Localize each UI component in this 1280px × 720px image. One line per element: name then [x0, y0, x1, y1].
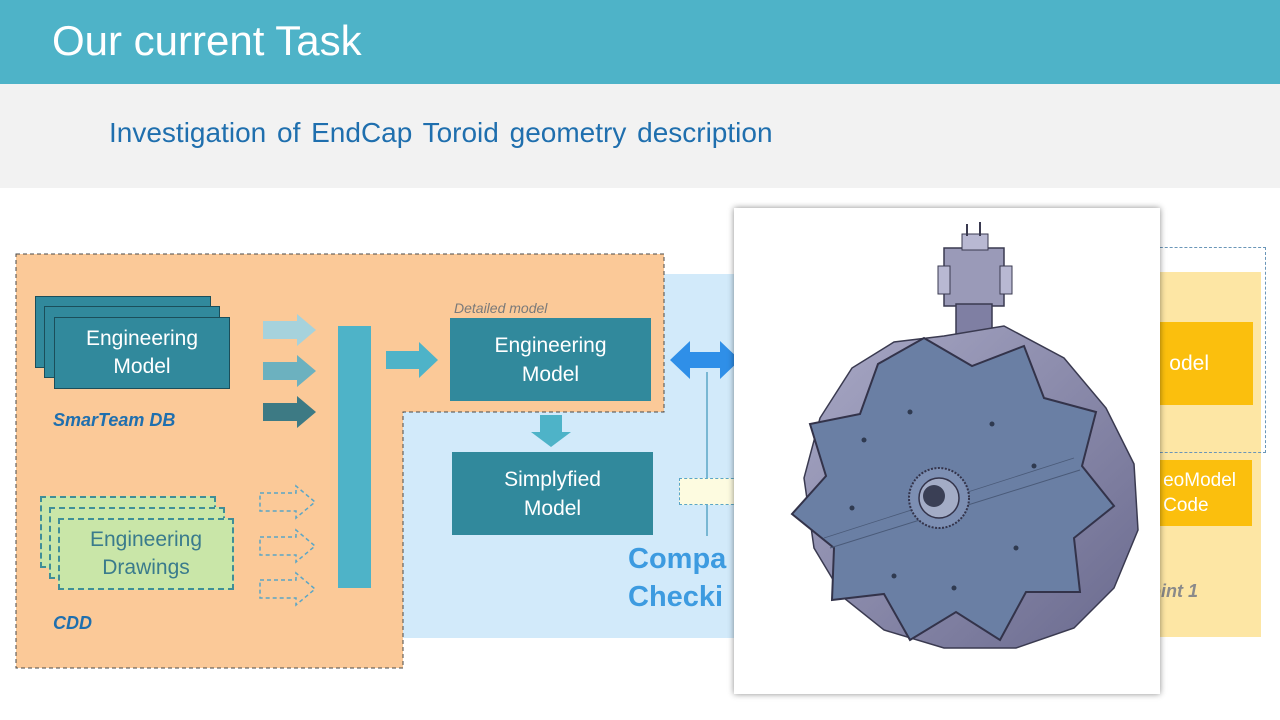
- collector-bar: [338, 326, 371, 588]
- cdd-label: CDD: [53, 613, 92, 633]
- simplified-model-box: Simplyfied Model: [452, 452, 653, 535]
- arrow-right-dashed-1-icon: [259, 484, 317, 520]
- header-bar: [0, 0, 1280, 84]
- arrow-to-engineering-model-icon: [386, 342, 438, 378]
- comparison-checking-label: Compa Checki: [628, 543, 727, 613]
- detailed-model-caption: Detailed model: [454, 300, 548, 316]
- arrow-down-icon: [531, 415, 571, 447]
- arrow-right-dark-icon: [263, 396, 316, 428]
- engineering-model-stack-front: Engineering Model: [54, 317, 230, 389]
- arrow-right-light-icon: [263, 314, 316, 346]
- subtitle-band: [0, 84, 1280, 188]
- toroid-model-icon: [790, 222, 1139, 649]
- arrow-right-dashed-2-icon: [259, 528, 317, 564]
- arrow-right-dashed-3-icon: [259, 571, 317, 607]
- engineering-model-box: Engineering Model: [450, 318, 651, 401]
- slide-title: Our current Task: [52, 17, 362, 64]
- toroid-cad-image: [734, 208, 1160, 694]
- engineering-drawings-stack-front: Engineering Drawings: [58, 518, 234, 590]
- double-arrow-icon: [670, 341, 740, 379]
- arrow-right-medium-icon: [263, 355, 316, 387]
- right-point-label: oint 1: [1150, 581, 1198, 601]
- small-note-box: [679, 478, 739, 505]
- slide-subtitle: Investigation of EndCap Toroid geometry …: [109, 117, 773, 148]
- smarteam-db-label: SmarTeam DB: [53, 410, 176, 430]
